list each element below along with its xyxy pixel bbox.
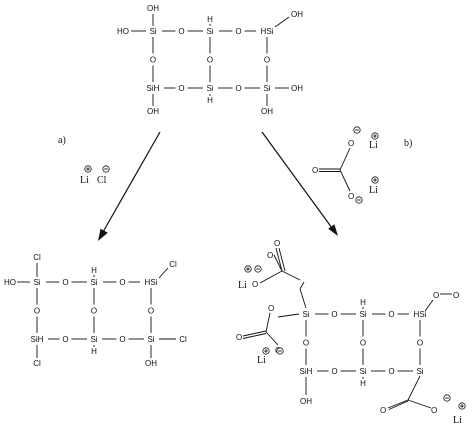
label-b: b) bbox=[404, 138, 412, 149]
pb-o-bot-0: O bbox=[331, 367, 337, 376]
pb-bond-tl-co3b bbox=[299, 281, 305, 290]
pa-cl-bl: Cl bbox=[33, 359, 41, 368]
label-a: a) bbox=[58, 135, 66, 146]
reagent-cl: Cl bbox=[97, 175, 107, 186]
sm-o-bot-1: O bbox=[235, 84, 241, 93]
pb-o-vert-1: O bbox=[360, 339, 366, 348]
carbonate-o-bottom: O bbox=[348, 192, 354, 201]
sm-oh-br: OH bbox=[291, 84, 303, 93]
pa-cl-tr: Cl bbox=[169, 260, 177, 269]
pa-h-bm: H bbox=[91, 347, 97, 356]
pa-oh-br: OH bbox=[145, 359, 157, 368]
pb-co3-top-o2: O bbox=[274, 239, 280, 248]
pb-peroxy-o2: O bbox=[453, 291, 459, 300]
pa-ho-l: HO bbox=[4, 278, 16, 287]
pb-li-1: Li bbox=[238, 280, 247, 291]
pb-h-tm: H bbox=[360, 298, 366, 307]
pb-si-bm: Si bbox=[359, 367, 366, 376]
pa-o-vert-2: O bbox=[148, 307, 154, 316]
pb-co3-top-o3: O bbox=[252, 280, 258, 289]
reagent-li-top: Li bbox=[369, 140, 378, 151]
pa-o-vert-0: O bbox=[34, 307, 40, 316]
pb-co3-br-o1: O bbox=[380, 406, 386, 415]
pb-si-tl: Si bbox=[302, 310, 309, 319]
sm-o-vert-0: O bbox=[150, 56, 156, 65]
pb-co3-left-o2: O bbox=[268, 304, 274, 313]
sm-oh-tl: OH bbox=[147, 4, 159, 13]
sm-si-bm: Si bbox=[206, 84, 213, 93]
carbonate-o-top: O bbox=[348, 139, 354, 148]
carbonate-o-left: O bbox=[312, 166, 318, 175]
pb-si-bl: SiH bbox=[300, 367, 313, 376]
pa-o-vert-1: O bbox=[91, 307, 97, 316]
pb-co3-top-o1: O bbox=[267, 251, 273, 260]
pa-h-tm: H bbox=[91, 266, 97, 275]
sm-o-top-1: O bbox=[235, 27, 241, 36]
pa-o-bot-0: O bbox=[62, 335, 68, 344]
pb-o-bot-1: O bbox=[388, 367, 394, 376]
sm-si-bl: SiH bbox=[147, 84, 160, 93]
sm-o-bot-0: O bbox=[178, 84, 184, 93]
sm-o-vert-2: O bbox=[264, 56, 270, 65]
sm-oh-tr: OH bbox=[291, 10, 303, 19]
pb-bond-tl-co3 bbox=[299, 288, 307, 309]
arrow-b-head bbox=[328, 224, 338, 236]
pa-bond-cl-tr bbox=[158, 267, 169, 279]
pb-li-3: Li bbox=[453, 415, 462, 424]
pa-si-bm: Si bbox=[90, 335, 97, 344]
pb-oh-bl: OH bbox=[300, 397, 312, 406]
bonds-layer bbox=[17, 14, 421, 395]
pb-li-2: Li bbox=[257, 355, 266, 366]
pa-o-bot-1: O bbox=[119, 335, 125, 344]
pa-o-top-1: O bbox=[119, 278, 125, 287]
pb-bond-l-co3 bbox=[277, 313, 300, 318]
sm-oh-bl: OH bbox=[147, 107, 159, 116]
pa-si-tm: Si bbox=[90, 278, 97, 287]
reagent-licl: Li Cl bbox=[80, 165, 110, 186]
pb-o-vert-2: O bbox=[417, 339, 423, 348]
sm-bond-oh-tr bbox=[274, 16, 290, 28]
reagent-li2co3: O O O Li Li bbox=[312, 126, 379, 204]
sm-si-br: Si bbox=[263, 84, 270, 93]
pa-cl-tl: Cl bbox=[33, 253, 41, 262]
pb-si-tm: Si bbox=[359, 310, 366, 319]
sm-si-tr: HSi bbox=[261, 27, 274, 36]
pa-si-bl: SiH bbox=[31, 335, 44, 344]
sm-si-tl: Si bbox=[149, 27, 156, 36]
product-b-carbonates: O O O Li O O O Li O O Li O O bbox=[236, 239, 466, 424]
pb-o-top-0: O bbox=[331, 310, 337, 319]
reaction-arrows bbox=[98, 131, 338, 241]
pb-o-vert-0: O bbox=[303, 339, 309, 348]
pb-co3-left-o1: O bbox=[236, 333, 242, 342]
pb-co3-br-o2: O bbox=[431, 406, 437, 415]
reagent-li-bottom: Li bbox=[369, 185, 378, 196]
pa-si-br: Si bbox=[147, 335, 154, 344]
sm-o-top-0: O bbox=[178, 27, 184, 36]
pa-si-tr: HSi bbox=[145, 278, 158, 287]
pb-peroxy-o1: O bbox=[433, 291, 439, 300]
pb-h-bm: H bbox=[360, 379, 366, 388]
sm-ho-l: HO bbox=[117, 27, 129, 36]
reagent-li: Li bbox=[80, 175, 89, 186]
sm-si-tm: Si bbox=[206, 27, 213, 36]
pa-o-top-0: O bbox=[62, 278, 68, 287]
pb-si-br: Si bbox=[416, 367, 423, 376]
sm-h-tm: H bbox=[207, 15, 213, 24]
sm-o-vert-1: O bbox=[207, 56, 213, 65]
pb-o-top-1: O bbox=[388, 310, 394, 319]
pa-si-tl: Si bbox=[33, 278, 40, 287]
arrow-b bbox=[261, 131, 333, 229]
pa-cl-br: Cl bbox=[179, 335, 187, 344]
arrow-a-head bbox=[98, 228, 108, 241]
sm-h-bm: H bbox=[207, 96, 213, 105]
arrow-a bbox=[102, 131, 161, 233]
sm-oh-br2: OH bbox=[261, 107, 273, 116]
pb-si-tr: HSi bbox=[414, 310, 427, 319]
